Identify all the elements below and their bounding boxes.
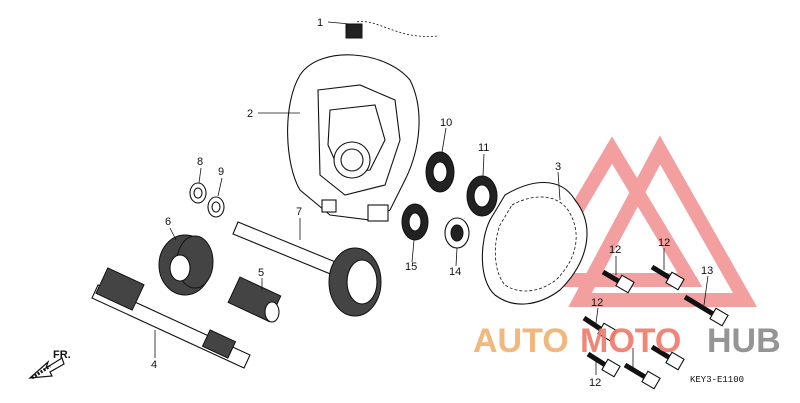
callout-12b: 12 bbox=[658, 237, 670, 249]
front-arrow-label: FR. bbox=[53, 349, 71, 361]
callout-7: 7 bbox=[296, 206, 302, 218]
callout-13: 13 bbox=[701, 265, 713, 277]
diagram-code: KEY3-E1100 bbox=[690, 375, 744, 385]
callout-1: 1 bbox=[317, 17, 323, 29]
callout-10: 10 bbox=[440, 117, 452, 129]
callout-2: 2 bbox=[247, 108, 253, 120]
transmission-case bbox=[287, 54, 420, 222]
callout-6: 6 bbox=[165, 216, 171, 228]
bolt-12b bbox=[650, 264, 685, 291]
bearing-11 bbox=[466, 175, 498, 217]
front-arrow-icon bbox=[28, 357, 65, 380]
gear-6 bbox=[158, 234, 214, 296]
callout-5: 5 bbox=[258, 267, 264, 279]
callout-12a: 12 bbox=[609, 244, 621, 256]
callout-12d: 12 bbox=[589, 377, 601, 389]
callout-3: 3 bbox=[555, 161, 561, 173]
bearing-15 bbox=[401, 203, 429, 241]
callout-9: 9 bbox=[218, 166, 224, 178]
watermark-auto: AUTO bbox=[473, 322, 569, 360]
callout-8: 8 bbox=[197, 156, 203, 168]
callout-12c: 12 bbox=[591, 297, 603, 309]
bearing-14 bbox=[444, 217, 470, 249]
final-shaft bbox=[91, 267, 251, 369]
callout-4: 4 bbox=[151, 359, 157, 371]
washer-8 bbox=[189, 182, 207, 204]
bolt-12d bbox=[650, 344, 685, 371]
drive-shaft bbox=[232, 221, 382, 317]
washer-9 bbox=[207, 196, 225, 218]
bolt-13 bbox=[683, 294, 729, 327]
callout-11: 11 bbox=[478, 142, 489, 154]
bolt-12c bbox=[582, 315, 617, 342]
watermark-text: AUTO MOTO HUB bbox=[473, 322, 781, 360]
breather-tube bbox=[345, 20, 439, 39]
counter-gear bbox=[227, 276, 282, 323]
bolt-12f bbox=[623, 362, 661, 390]
watermark-moto: MOTO bbox=[580, 322, 681, 360]
callout-14: 14 bbox=[449, 266, 461, 278]
watermark-hub: HUB bbox=[707, 322, 781, 360]
bolt-12e bbox=[586, 351, 621, 378]
bearing-10 bbox=[425, 151, 455, 193]
bolt-12a bbox=[601, 269, 635, 294]
leader-lines bbox=[154, 21, 709, 375]
callout-15: 15 bbox=[405, 261, 417, 273]
